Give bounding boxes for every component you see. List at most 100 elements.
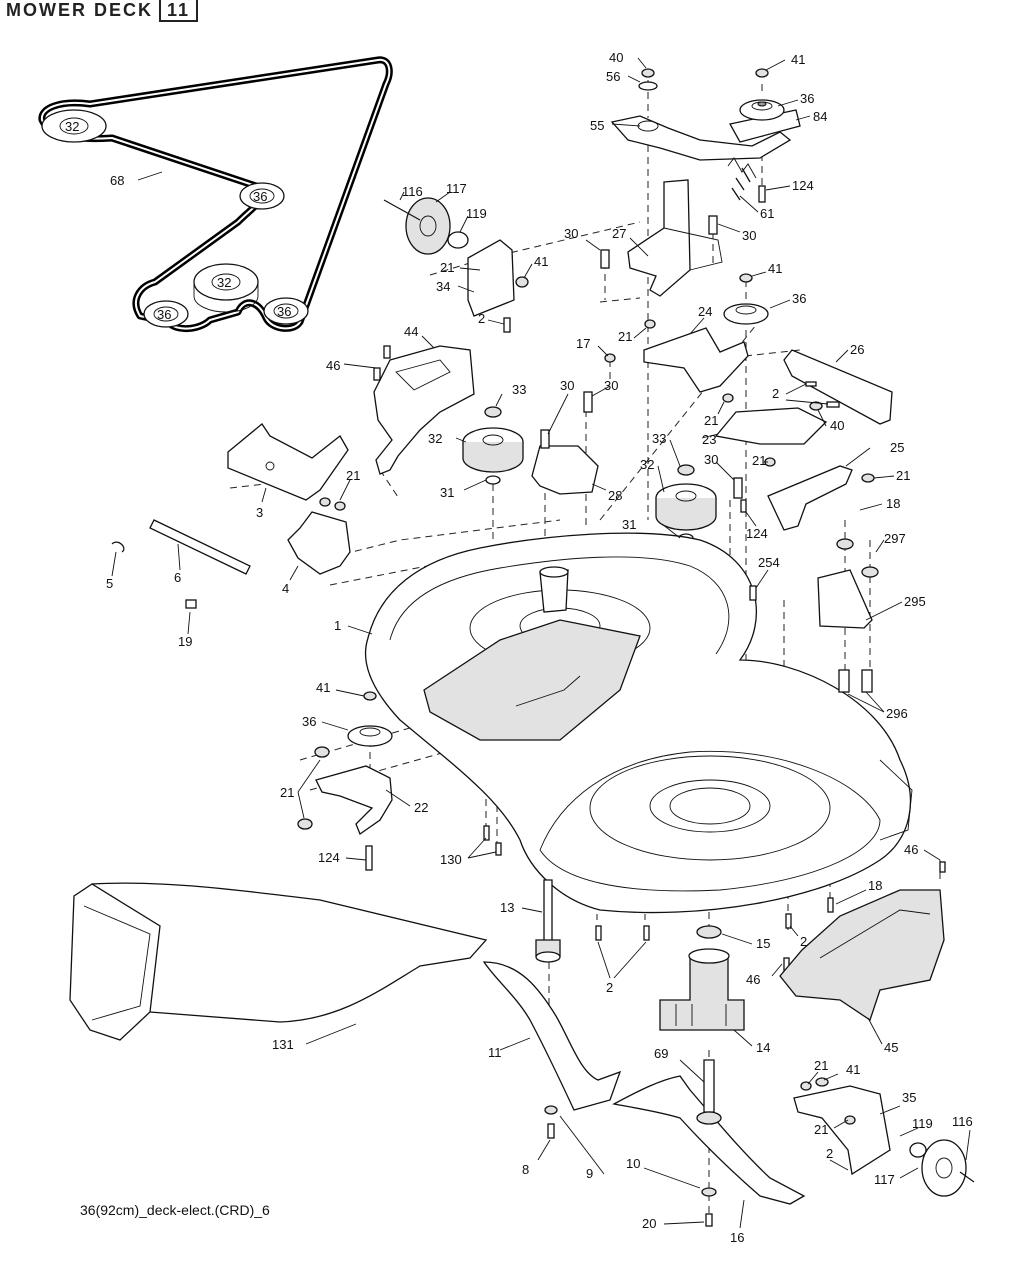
callout-36: 36 xyxy=(302,714,316,729)
spindle-shaft-13 xyxy=(535,879,561,963)
callout-23: 23 xyxy=(702,432,716,447)
callout-21: 21 xyxy=(618,329,632,344)
pulley-32-right xyxy=(655,464,717,543)
callout-124: 124 xyxy=(746,526,768,541)
callout-41: 41 xyxy=(316,680,330,695)
callout-3: 3 xyxy=(256,505,263,520)
callout-46: 46 xyxy=(904,842,918,857)
callout-254: 254 xyxy=(758,555,780,570)
spindle-housing-14 xyxy=(659,948,745,1031)
diagram-caption: 36(92cm)_deck-elect.(CRD)_6 xyxy=(80,1202,270,1218)
header-code: 11 xyxy=(159,0,199,22)
callout-4: 4 xyxy=(282,581,289,596)
header: MOWER DECK 11 xyxy=(6,0,199,22)
callout-9: 9 xyxy=(586,1166,593,1181)
callout-27: 27 xyxy=(612,226,626,241)
callout-21: 21 xyxy=(346,468,360,483)
bracket-26 xyxy=(783,349,893,425)
callout-30: 30 xyxy=(604,378,618,393)
callout-17: 17 xyxy=(576,336,590,351)
callout-1: 1 xyxy=(334,618,341,633)
idler-bracket-34 xyxy=(383,197,529,333)
belt-routing-diagram: 32 36 32 36 36 68 xyxy=(38,56,393,332)
bracket-3 xyxy=(227,423,349,501)
callout-35: 35 xyxy=(902,1090,916,1105)
callout-13: 13 xyxy=(500,900,514,915)
callout-30: 30 xyxy=(564,226,578,241)
callout-117: 117 xyxy=(874,1172,895,1187)
callout-131: 131 xyxy=(272,1037,294,1052)
blade-16 xyxy=(612,1075,806,1205)
belt-pulley-32-center: 32 xyxy=(193,263,259,313)
callout-46: 46 xyxy=(326,358,340,373)
callout-34: 34 xyxy=(436,279,450,294)
callout-297: 297 xyxy=(884,531,906,546)
callout-16: 16 xyxy=(730,1230,744,1245)
callout-21: 21 xyxy=(704,413,718,428)
callout-31: 31 xyxy=(622,517,636,532)
spindle-shaft-69 xyxy=(696,1059,722,1125)
callout-26: 26 xyxy=(850,342,864,357)
callout-21: 21 xyxy=(440,260,454,275)
callout-84: 84 xyxy=(813,109,827,124)
callout-117: 117 xyxy=(446,181,467,196)
callout-11: 11 xyxy=(488,1045,502,1060)
callout-22: 22 xyxy=(414,800,428,815)
callout-295: 295 xyxy=(904,594,926,609)
callout-30: 30 xyxy=(704,452,718,467)
discharge-chute-131 xyxy=(69,882,488,1041)
bracket-27 xyxy=(600,179,723,297)
blade-11 xyxy=(482,961,622,1111)
callout-36: 36 xyxy=(800,91,814,106)
callout-2: 2 xyxy=(772,386,779,401)
callout-119: 119 xyxy=(466,206,487,221)
callout-40: 40 xyxy=(830,418,844,433)
belt-pulley-36-left: 36 xyxy=(143,300,189,328)
callout-124: 124 xyxy=(792,178,814,193)
belt-shield-44 xyxy=(373,345,475,475)
callout-5: 5 xyxy=(106,576,113,591)
idler-arm-assembly xyxy=(610,68,801,203)
callout-61: 61 xyxy=(760,206,774,221)
pulley-32-left xyxy=(462,406,524,485)
callout-6: 6 xyxy=(174,570,181,585)
callout-2: 2 xyxy=(800,934,807,949)
callout-41: 41 xyxy=(768,261,782,276)
belt-pulley-label: 36 xyxy=(253,189,267,204)
bracket-28 xyxy=(531,445,599,495)
spring-61 xyxy=(731,167,751,201)
bracket-23 xyxy=(714,407,828,445)
belt-pulley-32-top: 32 xyxy=(41,109,107,143)
callout-46: 46 xyxy=(746,972,760,987)
bracket-22 xyxy=(315,765,393,836)
header-title: MOWER DECK xyxy=(6,0,153,20)
leader-lines xyxy=(111,57,971,1229)
deflector-295 xyxy=(817,569,873,629)
callout-130: 130 xyxy=(440,852,462,867)
callout-40: 40 xyxy=(609,50,623,65)
callout-33: 33 xyxy=(512,382,526,397)
bracket-25 xyxy=(767,465,853,531)
callout-21: 21 xyxy=(896,468,910,483)
callout-41: 41 xyxy=(846,1062,860,1077)
callout-19: 19 xyxy=(178,634,192,649)
callout-21: 21 xyxy=(280,785,294,800)
deck-housing-1 xyxy=(364,532,913,914)
pulley-36-mid xyxy=(723,273,769,325)
bracket-24 xyxy=(643,327,749,393)
idler-arm-55 xyxy=(610,115,792,161)
side-shield-45 xyxy=(779,889,945,1022)
callout-21: 21 xyxy=(814,1122,828,1137)
callout-32: 32 xyxy=(640,457,654,472)
belt-label: 68 xyxy=(110,173,124,188)
callout-44: 44 xyxy=(404,324,418,339)
callout-2: 2 xyxy=(478,311,485,326)
callout-119: 119 xyxy=(912,1116,933,1131)
belt-pulley-36-right: 36 xyxy=(239,182,285,210)
callout-30: 30 xyxy=(560,378,574,393)
callout-18: 18 xyxy=(868,878,882,893)
callout-30: 30 xyxy=(742,228,756,243)
callout-116: 116 xyxy=(402,184,423,199)
callout-8: 8 xyxy=(522,1162,529,1177)
